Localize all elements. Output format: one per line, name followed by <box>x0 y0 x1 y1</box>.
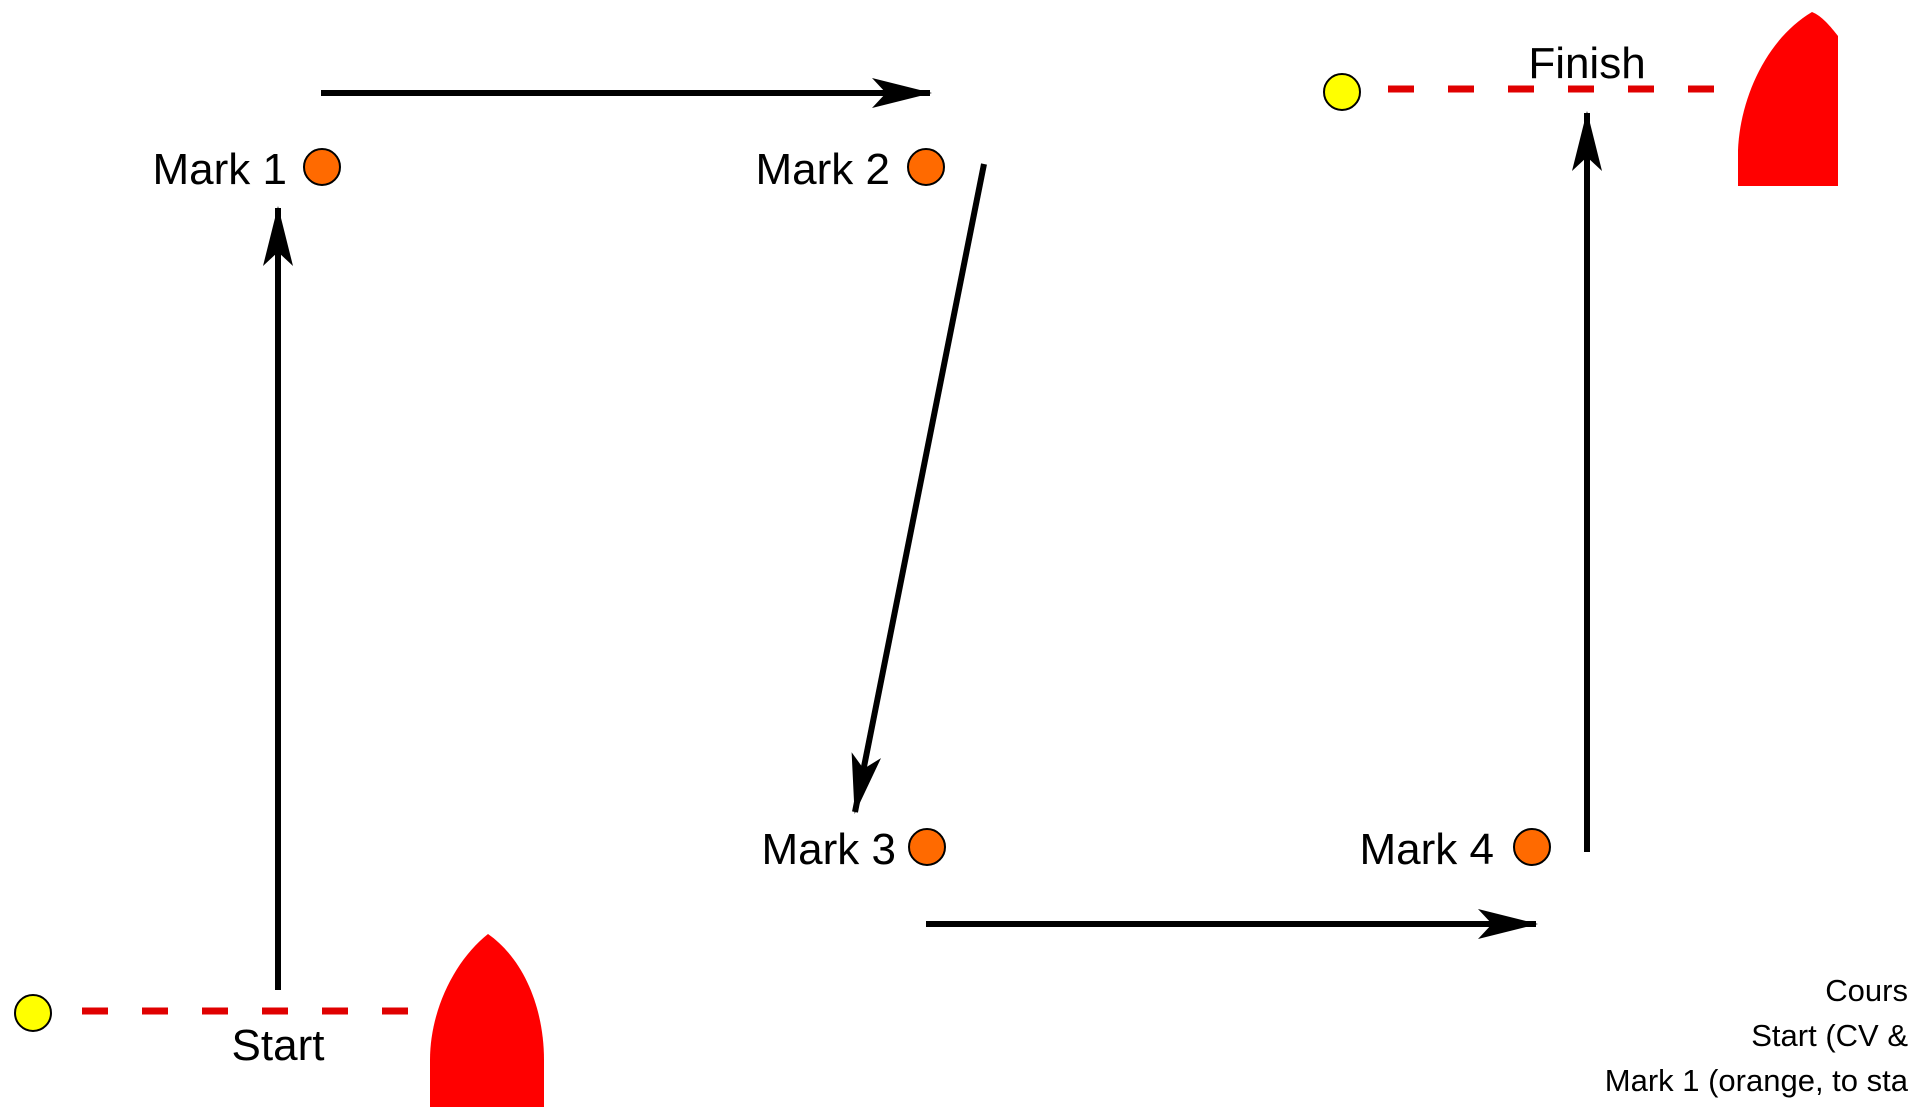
legend-line: Cours <box>1825 973 1908 1008</box>
mark-buoy <box>908 828 946 866</box>
start-line-group: Start <box>14 934 544 1107</box>
legend-line: Mark 1 (orange, to sta <box>1604 1063 1908 1098</box>
finish-label: Finish <box>1528 39 1645 88</box>
race-course-diagram: Start Finish Mark 1 Mark 2 Mark 3 Mark 4 <box>14 12 1838 1107</box>
start-pin-buoy <box>14 994 52 1032</box>
mark-2: Mark 2 <box>756 145 945 194</box>
mark-3: Mark 3 <box>762 825 946 874</box>
mark-buoy <box>1513 828 1551 866</box>
mark-label: Mark 2 <box>756 145 890 194</box>
start-committee-boat <box>430 934 544 1107</box>
finish-committee-boat <box>1738 12 1838 186</box>
mark-1: Mark 1 <box>153 145 341 194</box>
mark-4: Mark 4 <box>1360 825 1551 874</box>
mark-label: Mark 1 <box>153 145 287 194</box>
mark-buoy <box>303 148 341 186</box>
course-legend: Cours Start (CV & Mark 1 (orange, to sta <box>1198 968 1908 1103</box>
legend-line: Start (CV & <box>1751 1018 1908 1053</box>
mark-buoy <box>907 148 945 186</box>
mark-label: Mark 4 <box>1360 825 1494 874</box>
start-label: Start <box>232 1021 325 1070</box>
leg-mark-2-to-mark-3-arrow <box>851 163 987 814</box>
finish-line-group: Finish <box>1323 12 1838 186</box>
mark-label: Mark 3 <box>762 825 896 874</box>
finish-pin-buoy <box>1323 73 1361 111</box>
